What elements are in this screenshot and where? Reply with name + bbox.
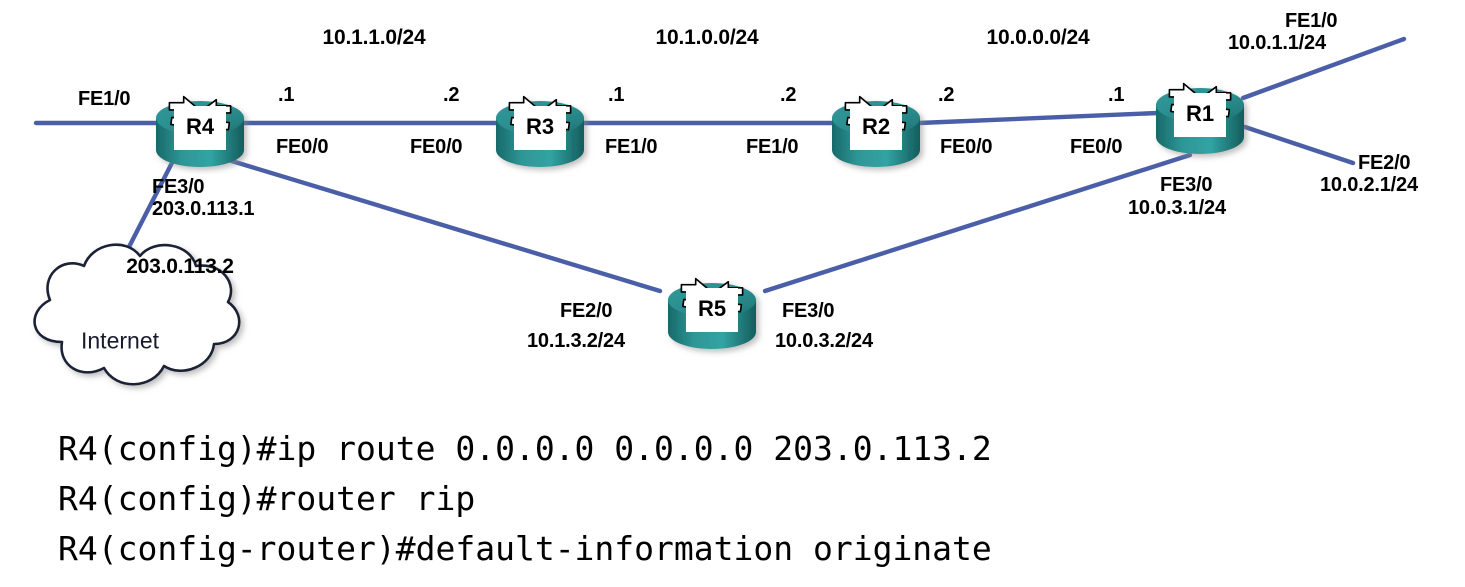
interface-label-r3-fe1-0: FE1/0: [605, 136, 658, 158]
router-name-r1: R1: [1185, 101, 1215, 126]
interface-label-r4-fe1-0: FE1/0: [78, 88, 131, 110]
subnet-label-subnet-10-1-1-0: 10.1.1.0/24: [322, 26, 426, 49]
interface-label-r3-dot2: .2: [443, 84, 460, 106]
cli-line-2: R4(config)#router rip: [58, 479, 476, 518]
interface-label-r1-fe3-0: FE3/0: [1160, 174, 1213, 196]
interface-label-r5-fe2-0: FE2/0: [560, 300, 613, 322]
router-r2[interactable]: [832, 95, 920, 167]
interface-label-r1-dot1: .1: [1108, 84, 1125, 106]
cli-line-3: R4(config-router)#default-information or…: [58, 529, 992, 568]
interface-label-r2-fe1-0: FE1/0: [746, 136, 799, 158]
interface-label-r1-fe3-0-ip: 10.0.3.1/24: [1128, 197, 1226, 219]
link-line-link-r4-r5: [209, 152, 663, 294]
link-line-link-r1-fe1-0: [1240, 36, 1407, 101]
interface-label-r1-fe0-0: FE0/0: [1070, 136, 1123, 158]
interface-label-r5-fe3-0-ip: 10.0.3.2/24: [775, 330, 873, 352]
interface-label-r1-fe1-0-ip: 10.0.1.1/24: [1228, 32, 1326, 54]
internet-cloud: [33, 243, 241, 386]
router-name-r4: R4: [185, 114, 215, 139]
interface-label-r1-fe1-0: FE1/0: [1285, 10, 1338, 32]
router-r4[interactable]: [156, 95, 244, 167]
subnet-label-peer-203-0-113-2: 203.0.113.2: [126, 255, 234, 278]
router-label-plate: [686, 288, 738, 332]
link-lines: [33, 36, 1407, 294]
router-r5[interactable]: [668, 277, 756, 349]
router-label-plate: [514, 106, 566, 150]
link-line-link-r1-fe2-0: [1242, 124, 1356, 166]
interface-label-r4-fe3-0-ip: 203.0.113.1: [152, 198, 255, 220]
router-label-plate: [850, 106, 902, 150]
router-label-plate: [174, 106, 226, 150]
router-name-r5: R5: [697, 296, 727, 321]
interface-label-r1-fe2-0: FE2/0: [1358, 152, 1411, 174]
link-line-link-r2-r1: [916, 110, 1161, 126]
interface-label-r4-dot1: .1: [278, 84, 295, 106]
cli-transcript: R4(config)#ip route 0.0.0.0 0.0.0.0 203.…: [58, 424, 1458, 574]
cli-line-1: R4(config)#ip route 0.0.0.0 0.0.0.0 203.…: [58, 429, 992, 468]
router-r3[interactable]: [496, 95, 584, 167]
router-nodes: [156, 82, 1244, 349]
interface-label-r5-fe3-0: FE3/0: [782, 300, 835, 322]
interface-label-r2-fe0-0: FE0/0: [940, 136, 993, 158]
subnet-label-subnet-10-0-0-0: 10.0.0.0/24: [986, 26, 1090, 49]
interface-label-r3-dot1: .1: [608, 84, 625, 106]
internet-cloud-label: Internet: [81, 327, 159, 354]
interface-label-r4-fe3-0: FE3/0: [152, 176, 205, 198]
router-name-r3: R3: [525, 114, 555, 139]
link-line-link-r5-r1: [762, 152, 1193, 294]
interface-label-r2-dot2-left: .2: [780, 84, 797, 106]
network-topology-canvas: [33, 36, 1407, 386]
interface-label-r4-fe0-0: FE0/0: [276, 136, 329, 158]
interface-label-r2-dot2-right: .2: [938, 84, 955, 106]
subnet-label-subnet-10-1-0-0: 10.1.0.0/24: [655, 26, 759, 49]
interface-label-r3-fe0-0: FE0/0: [410, 136, 463, 158]
router-r1[interactable]: [1156, 82, 1244, 154]
interface-label-r1-fe2-0-ip: 10.0.2.1/24: [1320, 174, 1418, 196]
interface-label-r5-fe2-0-ip: 10.1.3.2/24: [527, 330, 625, 352]
router-name-r2: R2: [861, 114, 891, 139]
router-label-plate: [1174, 93, 1226, 137]
